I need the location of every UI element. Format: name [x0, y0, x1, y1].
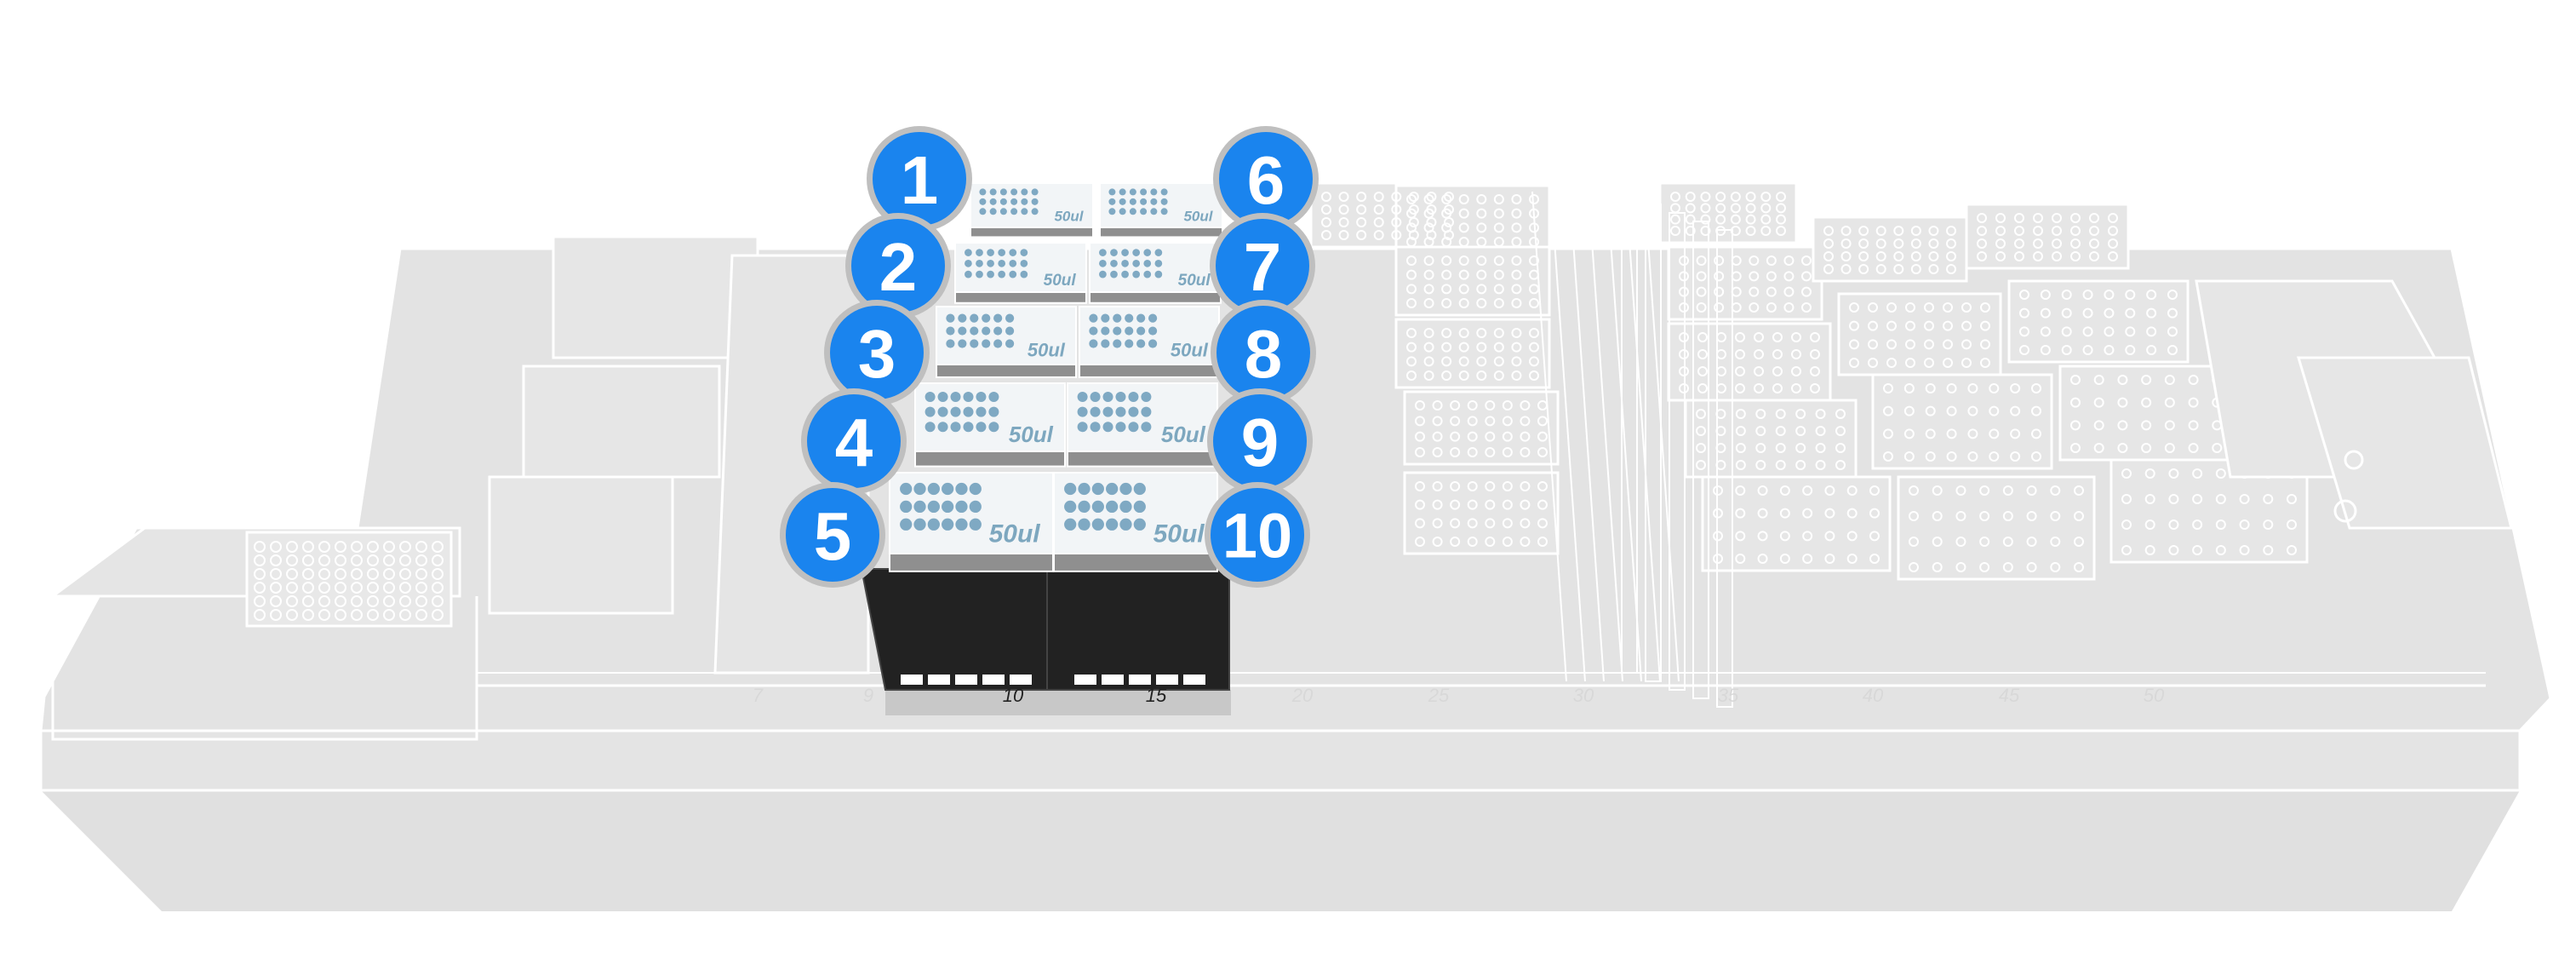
- tip-rack-5: 50ul: [889, 472, 1054, 572]
- badge-7: 7: [1210, 213, 1315, 319]
- badge-number: 8: [1245, 316, 1283, 392]
- rack-volume-label: 50ul: [1009, 422, 1054, 447]
- background-grid-number: 45: [1999, 685, 2020, 706]
- tip-rack-2: 50ul: [954, 242, 1087, 304]
- badge-number: 7: [1244, 229, 1282, 305]
- rack-volume-label: 50ul: [989, 520, 1041, 548]
- badge-number: 3: [858, 316, 896, 392]
- carrier-right: [1046, 568, 1230, 691]
- badge-1: 1: [867, 126, 972, 232]
- badge-8: 8: [1211, 300, 1316, 405]
- badge-number: 4: [835, 405, 873, 480]
- rack-volume-label: 50ul: [1153, 520, 1205, 548]
- background-grid-number: 20: [1291, 685, 1314, 706]
- carrier-grid-position-15: 15: [1146, 685, 1167, 706]
- carrier-left: [860, 568, 1050, 691]
- tip-rack-7: 50ul: [1089, 242, 1222, 304]
- background-grid-number: 40: [1863, 685, 1884, 706]
- background-grid-number: 30: [1573, 685, 1594, 706]
- badge-2: 2: [845, 213, 951, 319]
- badge-9: 9: [1207, 388, 1313, 494]
- badge-number: 1: [901, 142, 939, 218]
- background-grid-number: 50: [2144, 685, 2165, 706]
- badge-number: 5: [814, 498, 852, 574]
- background-grid-number: 35: [1718, 685, 1739, 706]
- tip-rack-10: 50ul: [1053, 472, 1218, 572]
- tip-racks: 50ul 50ul 50ul 50ul 50ul 50ul 50ul 50ul 50ul 50ul: [889, 182, 1223, 572]
- badge-5: 5: [780, 482, 885, 588]
- background-grid-number: 7: [753, 685, 764, 706]
- rack-volume-label: 50ul: [1178, 272, 1211, 290]
- rack-volume-label: 50ul: [1044, 272, 1077, 290]
- badge-10: 10: [1205, 482, 1310, 588]
- background-grid-number: 25: [1428, 685, 1450, 706]
- badge-6: 6: [1213, 126, 1319, 232]
- rack-badges: 1 2 3 4 5 6 7 8 9 10: [780, 126, 1319, 588]
- badge-number: 6: [1247, 142, 1285, 218]
- badge-number: 9: [1241, 405, 1279, 480]
- tip-rack-6: 50ul: [1099, 182, 1223, 238]
- badge-3: 3: [824, 300, 930, 405]
- tip-rack-1: 50ul: [970, 182, 1094, 238]
- tip-rack-4: 50ul: [914, 382, 1066, 468]
- badge-number: 2: [879, 229, 918, 305]
- rack-volume-label: 50ul: [1171, 339, 1209, 360]
- badge-4: 4: [801, 388, 907, 494]
- tip-rack-3: 50ul: [936, 306, 1077, 378]
- carrier-grid-position-10: 10: [1003, 685, 1024, 706]
- rack-volume-label: 50ul: [1183, 209, 1213, 225]
- rack-volume-label: 50ul: [1028, 339, 1066, 360]
- highlighted-carriers: 10 15: [860, 568, 1231, 715]
- badge-number: 10: [1222, 501, 1292, 571]
- rack-volume-label: 50ul: [1161, 422, 1206, 447]
- tip-rack-8: 50ul: [1079, 306, 1220, 378]
- background-grid-number: 9: [863, 685, 873, 706]
- rack-volume-label: 50ul: [1054, 209, 1084, 225]
- tip-rack-9: 50ul: [1067, 382, 1218, 468]
- carrier-shadow: [885, 690, 1231, 715]
